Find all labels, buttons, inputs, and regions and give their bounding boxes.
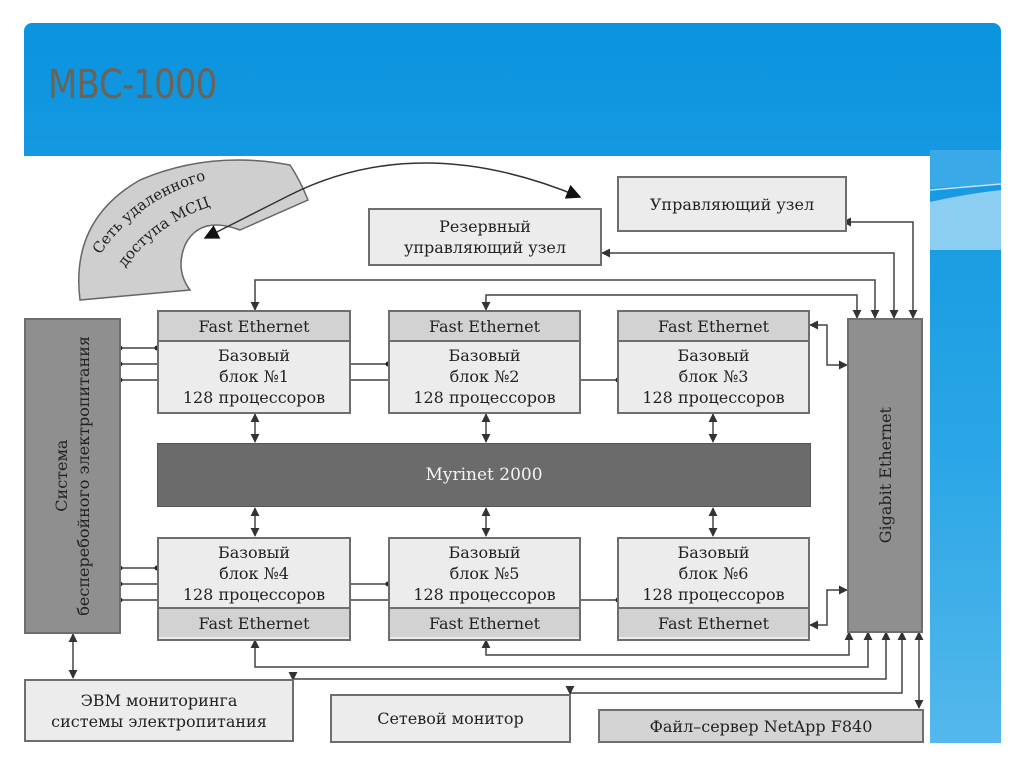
block-title: Базовый (217, 542, 291, 562)
block-processors: 128 процессоров (413, 387, 556, 407)
block-title: Базовый (677, 345, 750, 365)
block-number: блок №4 (219, 563, 289, 583)
decorative-wave (930, 150, 1001, 250)
myrinet-label: Myrinet 2000 (425, 465, 543, 485)
fast-ethernet-label: Fast Ethernet (159, 312, 349, 342)
fast-ethernet-label: Fast Ethernet (390, 607, 579, 637)
backup-control-node: Резервный управляющий узел (368, 208, 602, 266)
network-monitor: Сетевой монитор (330, 694, 571, 743)
block-number: блок №6 (678, 563, 749, 583)
fast-ethernet-label: Fast Ethernet (159, 607, 349, 637)
power-monitor-line1: ЭВМ мониторинга (80, 690, 238, 710)
block-processors: 128 процессоров (182, 584, 326, 604)
block-number: блок №2 (449, 366, 520, 386)
fast-ethernet-label: Fast Ethernet (619, 607, 808, 637)
block-processors: 128 процессоров (642, 584, 785, 604)
ups-system: Система бесперебойного электропитания (24, 318, 121, 634)
fast-ethernet-label: Fast Ethernet (390, 312, 579, 342)
ups-system-line1: Система (51, 439, 71, 513)
backup-control-node-line2: управляющий узел (403, 238, 567, 257)
slide-title: МВС-1000 (48, 62, 217, 108)
fast-ethernet-label: Fast Ethernet (619, 312, 808, 342)
power-monitoring-computer: ЭВМ мониторинга системы электропитания (24, 679, 294, 742)
block-number: блок №5 (449, 563, 520, 583)
block-title: Базовый (448, 345, 521, 365)
block-title: Базовый (217, 345, 291, 365)
block-title: Базовый (677, 542, 750, 562)
myrinet-bus: Myrinet 2000 (157, 443, 811, 507)
power-monitor-line2: системы электропитания (51, 711, 267, 731)
block-number: блок №3 (678, 366, 749, 386)
block-processors: 128 процессоров (182, 387, 326, 407)
block-number: блок №1 (219, 366, 289, 386)
block-processors: 128 процессоров (413, 584, 556, 604)
backup-control-node-line1: Резервный (439, 217, 531, 236)
control-node: Управляющий узел (617, 176, 847, 232)
file-server: Файл–сервер NetApp F840 (598, 709, 924, 743)
block-processors: 128 процессоров (642, 387, 785, 407)
block-title: Базовый (448, 542, 521, 562)
remote-network-shape: Сеть удаленного доступа МСЦ (78, 159, 309, 301)
ups-system-line2: бесперебойного электропитания (73, 336, 93, 616)
gigabit-ethernet-switch: Gigabit Ethernet (847, 318, 923, 633)
gigabit-ethernet-label: Gigabit Ethernet (875, 407, 895, 544)
